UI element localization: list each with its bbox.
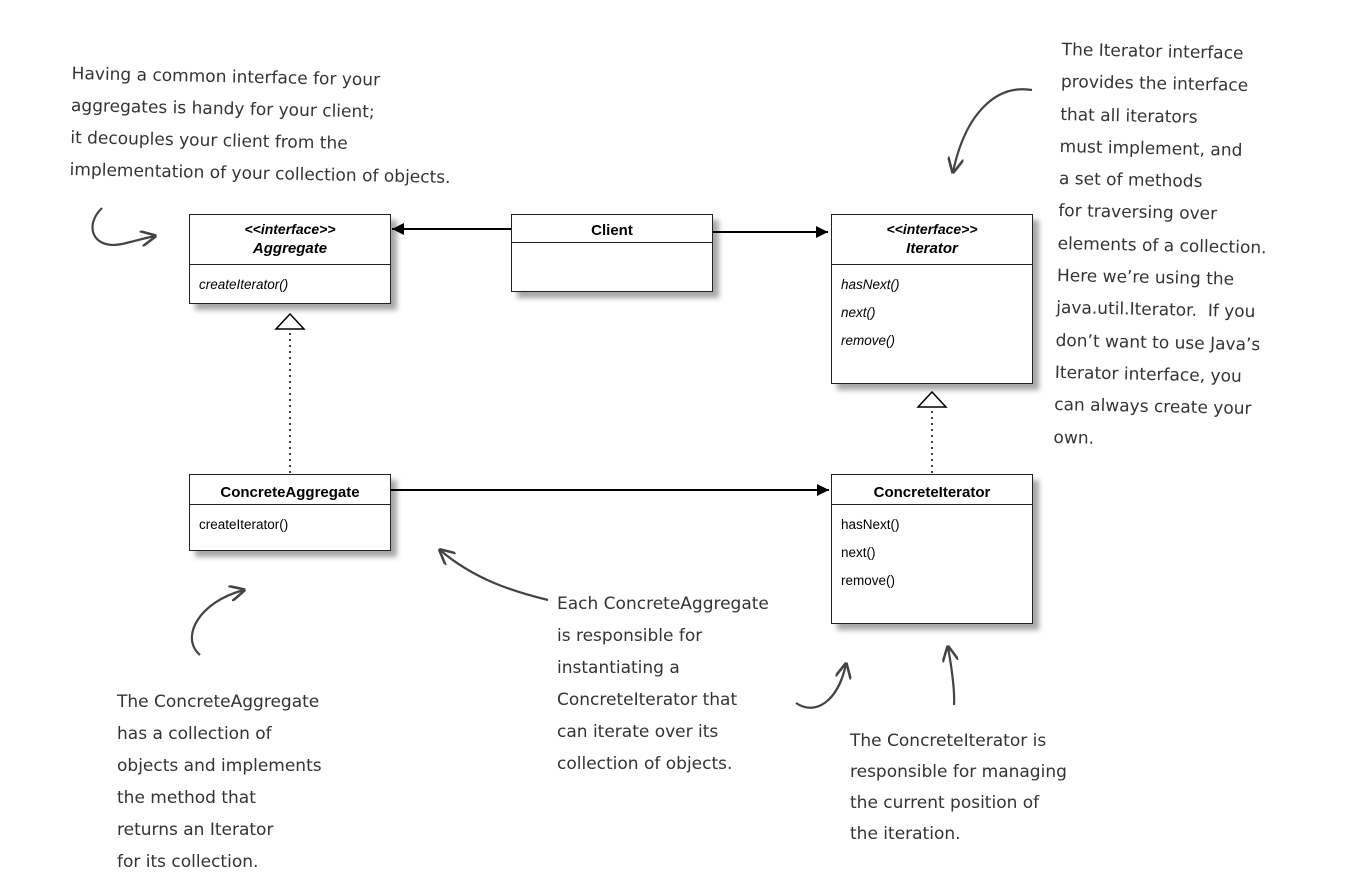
concrete-iterator-annotation: The ConcreteIterator is responsible for … bbox=[850, 731, 1067, 844]
concrete-aggregate-annotation: The ConcreteAggregate has a collection o… bbox=[117, 692, 322, 872]
client-header: Client bbox=[512, 215, 712, 243]
iterator-stereotype: <<interface>> bbox=[886, 221, 978, 237]
iterator-interface-box: <<interface>> Iterator hasNext() next() … bbox=[831, 214, 1033, 384]
concrete-iterator-methods: hasNext() next() remove() bbox=[832, 505, 1032, 601]
concrete-iterator-method-has-next: hasNext() bbox=[841, 517, 900, 532]
iterator-name: Iterator bbox=[906, 240, 958, 257]
concrete-iterator-class-box: ConcreteIterator hasNext() next() remove… bbox=[831, 474, 1033, 624]
aggregate-stereotype: <<interface>> bbox=[244, 221, 336, 237]
iterator-method-has-next: hasNext() bbox=[841, 277, 900, 292]
iterator-realization-triangle bbox=[916, 390, 948, 408]
aggregate-method-create-iterator: createIterator() bbox=[199, 277, 289, 292]
concrete-aggregate-name: ConcreteAggregate bbox=[220, 484, 360, 501]
iterator-method-next: next() bbox=[841, 305, 876, 320]
concrete-aggregate-method-create-iterator: createIterator() bbox=[199, 517, 289, 532]
aggregate-methods: createIterator() bbox=[190, 265, 390, 305]
pointer-arrow-aggregate-note bbox=[91, 207, 155, 245]
concrete-iterator-header: ConcreteIterator bbox=[832, 475, 1032, 505]
pointer-arrow-concrete-aggregate-note bbox=[190, 590, 244, 656]
pointer-arrow-center-note-to-iterator bbox=[795, 664, 846, 709]
pointer-arrow-center-note bbox=[440, 550, 549, 602]
aggregate-name: Aggregate bbox=[252, 240, 328, 257]
concrete-iterator-method-next: next() bbox=[841, 545, 876, 560]
pointer-arrow-iterator-note bbox=[953, 88, 1033, 172]
aggregate-interface-box: <<interface>> Aggregate createIterator() bbox=[189, 214, 391, 304]
concrete-aggregate-class-box: ConcreteAggregate createIterator() bbox=[189, 474, 391, 551]
client-class-box: Client bbox=[511, 214, 713, 292]
concrete-iterator-method-remove: remove() bbox=[841, 573, 896, 588]
iterator-annotation: The Iterator interface provides the inte… bbox=[1053, 39, 1267, 449]
concrete-aggregate-methods: createIterator() bbox=[190, 505, 390, 545]
iterator-header: <<interface>> Iterator bbox=[832, 215, 1032, 265]
center-annotation: Each ConcreteAggregate is responsible fo… bbox=[557, 594, 769, 774]
aggregate-realization-triangle bbox=[274, 312, 306, 330]
concrete-iterator-name: ConcreteIterator bbox=[873, 484, 991, 501]
pointer-arrow-concrete-iterator-note bbox=[948, 647, 954, 706]
iterator-method-remove: remove() bbox=[841, 333, 896, 348]
aggregate-header: <<interface>> Aggregate bbox=[190, 215, 390, 265]
concrete-aggregate-header: ConcreteAggregate bbox=[190, 475, 390, 505]
iterator-methods: hasNext() next() remove() bbox=[832, 265, 1032, 361]
client-name: Client bbox=[591, 222, 633, 239]
aggregate-annotation: Having a common interface for your aggre… bbox=[69, 63, 451, 188]
